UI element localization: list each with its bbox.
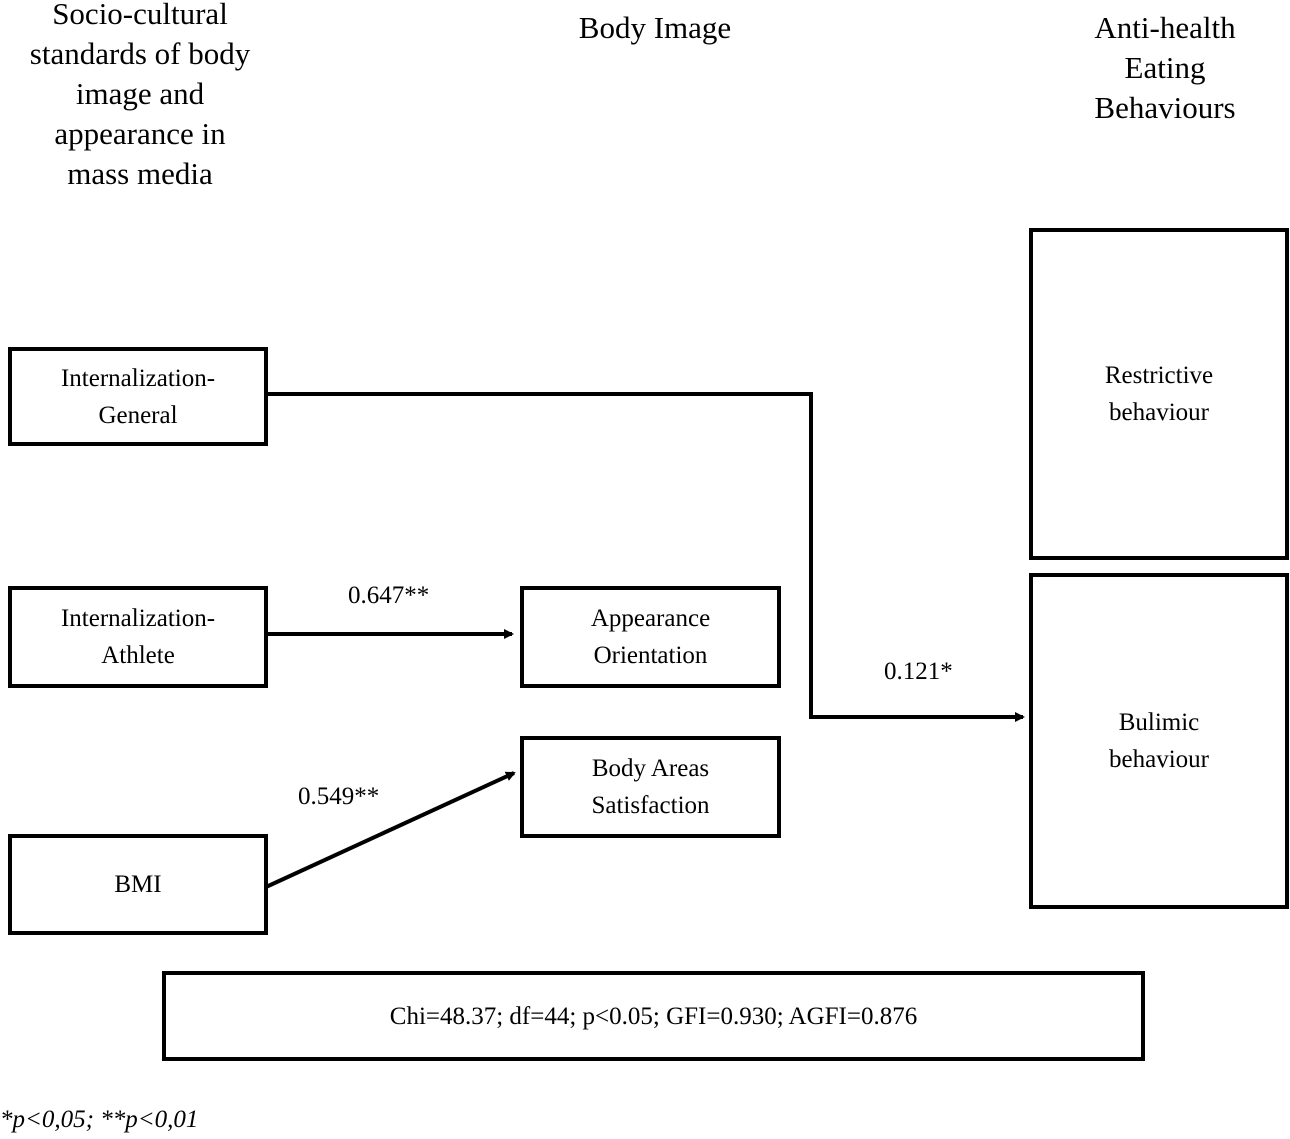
box-bmi: BMI: [8, 834, 268, 935]
coefficient-general-bulimic: 0.121*: [884, 658, 953, 685]
column-title-media-standards: Socio-cultural standards of body image a…: [29, 0, 251, 191]
box-appearance-orientation: Appearance Orientation: [520, 586, 781, 688]
column-title-body-image: Body Image: [578, 10, 732, 45]
significance-footnote: *p<0,05; **p<0,01: [0, 1106, 199, 1133]
coefficient-bmi-body-areas: 0.549**: [298, 783, 380, 810]
box-bulimic-behaviour: Bulimic behaviour: [1029, 573, 1289, 909]
arrow-general-to-bulimic: [266, 392, 1025, 722]
coefficient-athlete-appearance: 0.647**: [348, 582, 430, 609]
column-title-eating-behaviours: Anti-health Eating Behaviours: [1094, 10, 1236, 125]
model-fit-statistics: Chi=48.37; df=44; p<0.05; GFI=0.930; AGF…: [162, 971, 1145, 1061]
box-restrictive-behaviour: Restrictive behaviour: [1029, 228, 1289, 560]
box-body-areas-satisfaction: Body Areas Satisfaction: [520, 736, 781, 838]
arrow-bmi-to-body-areas: [265, 771, 516, 889]
box-internalization-athlete: Internalization- Athlete: [8, 586, 268, 688]
box-internalization-general: Internalization- General: [8, 347, 268, 446]
